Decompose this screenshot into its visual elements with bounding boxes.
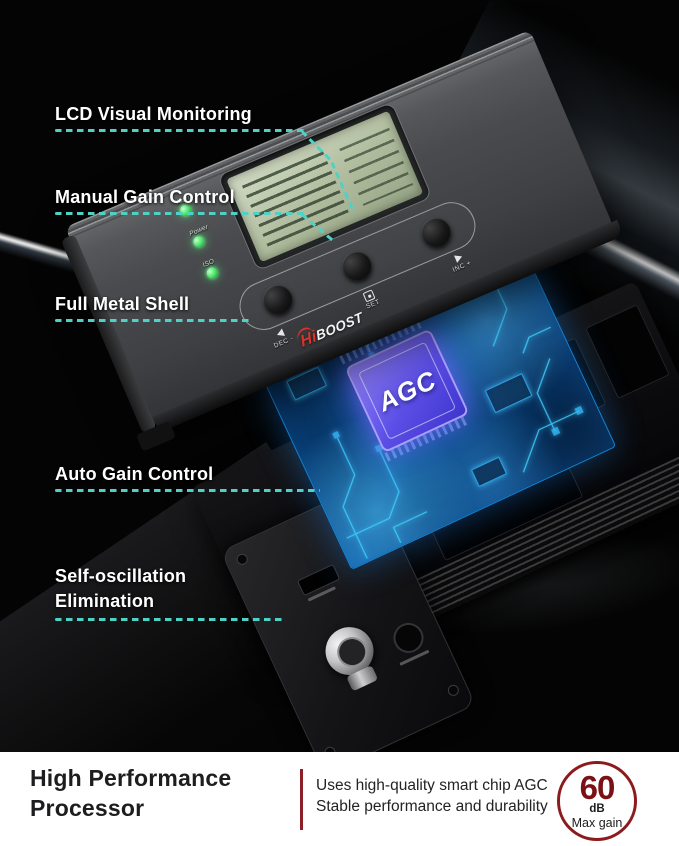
gain-badge: 60 dB Max gain [557, 761, 637, 841]
led-label: ISO [201, 257, 216, 270]
callout-self-oscillation-label2: Elimination [55, 591, 155, 611]
callout-lcd-label: LCD Visual Monitoring [55, 104, 252, 124]
badge-value: 60 [579, 768, 616, 806]
callout-lcd-line [55, 129, 305, 132]
callout-self-oscillation-line [55, 618, 283, 621]
callout-manual-gain-line [55, 212, 305, 215]
footer-desc-line1: Uses high-quality smart chip AGC [316, 777, 548, 794]
footer-title: High Performance Processor [30, 763, 231, 823]
callout-auto-gain-line [55, 489, 320, 492]
status-led-power: Power [188, 216, 232, 249]
screw [234, 552, 250, 567]
footer-title-line1: High Performance [30, 765, 232, 791]
screw [446, 683, 461, 698]
panel-end-cap [60, 234, 157, 435]
badge-unit: dB [589, 802, 605, 815]
callout-manual-gain-label: Manual Gain Control [55, 187, 235, 207]
footer-description: Uses high-quality smart chip AGC Stable … [316, 775, 548, 817]
usb-port [296, 563, 341, 597]
inc-control: INC + [448, 250, 473, 274]
inc-button[interactable] [416, 213, 456, 252]
badge-caption: Max gain [571, 815, 623, 830]
callout-auto-gain-label: Auto Gain Control [55, 464, 214, 484]
lcd-text-rows [339, 127, 414, 206]
footer-title-line2: Processor [30, 795, 145, 821]
dec-button[interactable] [258, 280, 297, 319]
led-label: Power [188, 223, 210, 238]
callout-self-oscillation-label: Self-oscillation [55, 566, 187, 586]
dec-control: DEC - [269, 326, 295, 350]
footer-desc-line2: Stable performance and durability [316, 798, 548, 815]
footer-divider [300, 769, 303, 830]
set-button[interactable] [337, 246, 376, 285]
callout-metal-shell-line [55, 319, 250, 322]
set-control: SET [361, 289, 381, 310]
footer-bar: High Performance Processor Uses high-qua… [0, 752, 679, 846]
callout-metal-shell-label: Full Metal Shell [55, 294, 190, 314]
agc-chip-label: AGC [373, 363, 441, 417]
status-led-iso: ISO [201, 247, 246, 281]
